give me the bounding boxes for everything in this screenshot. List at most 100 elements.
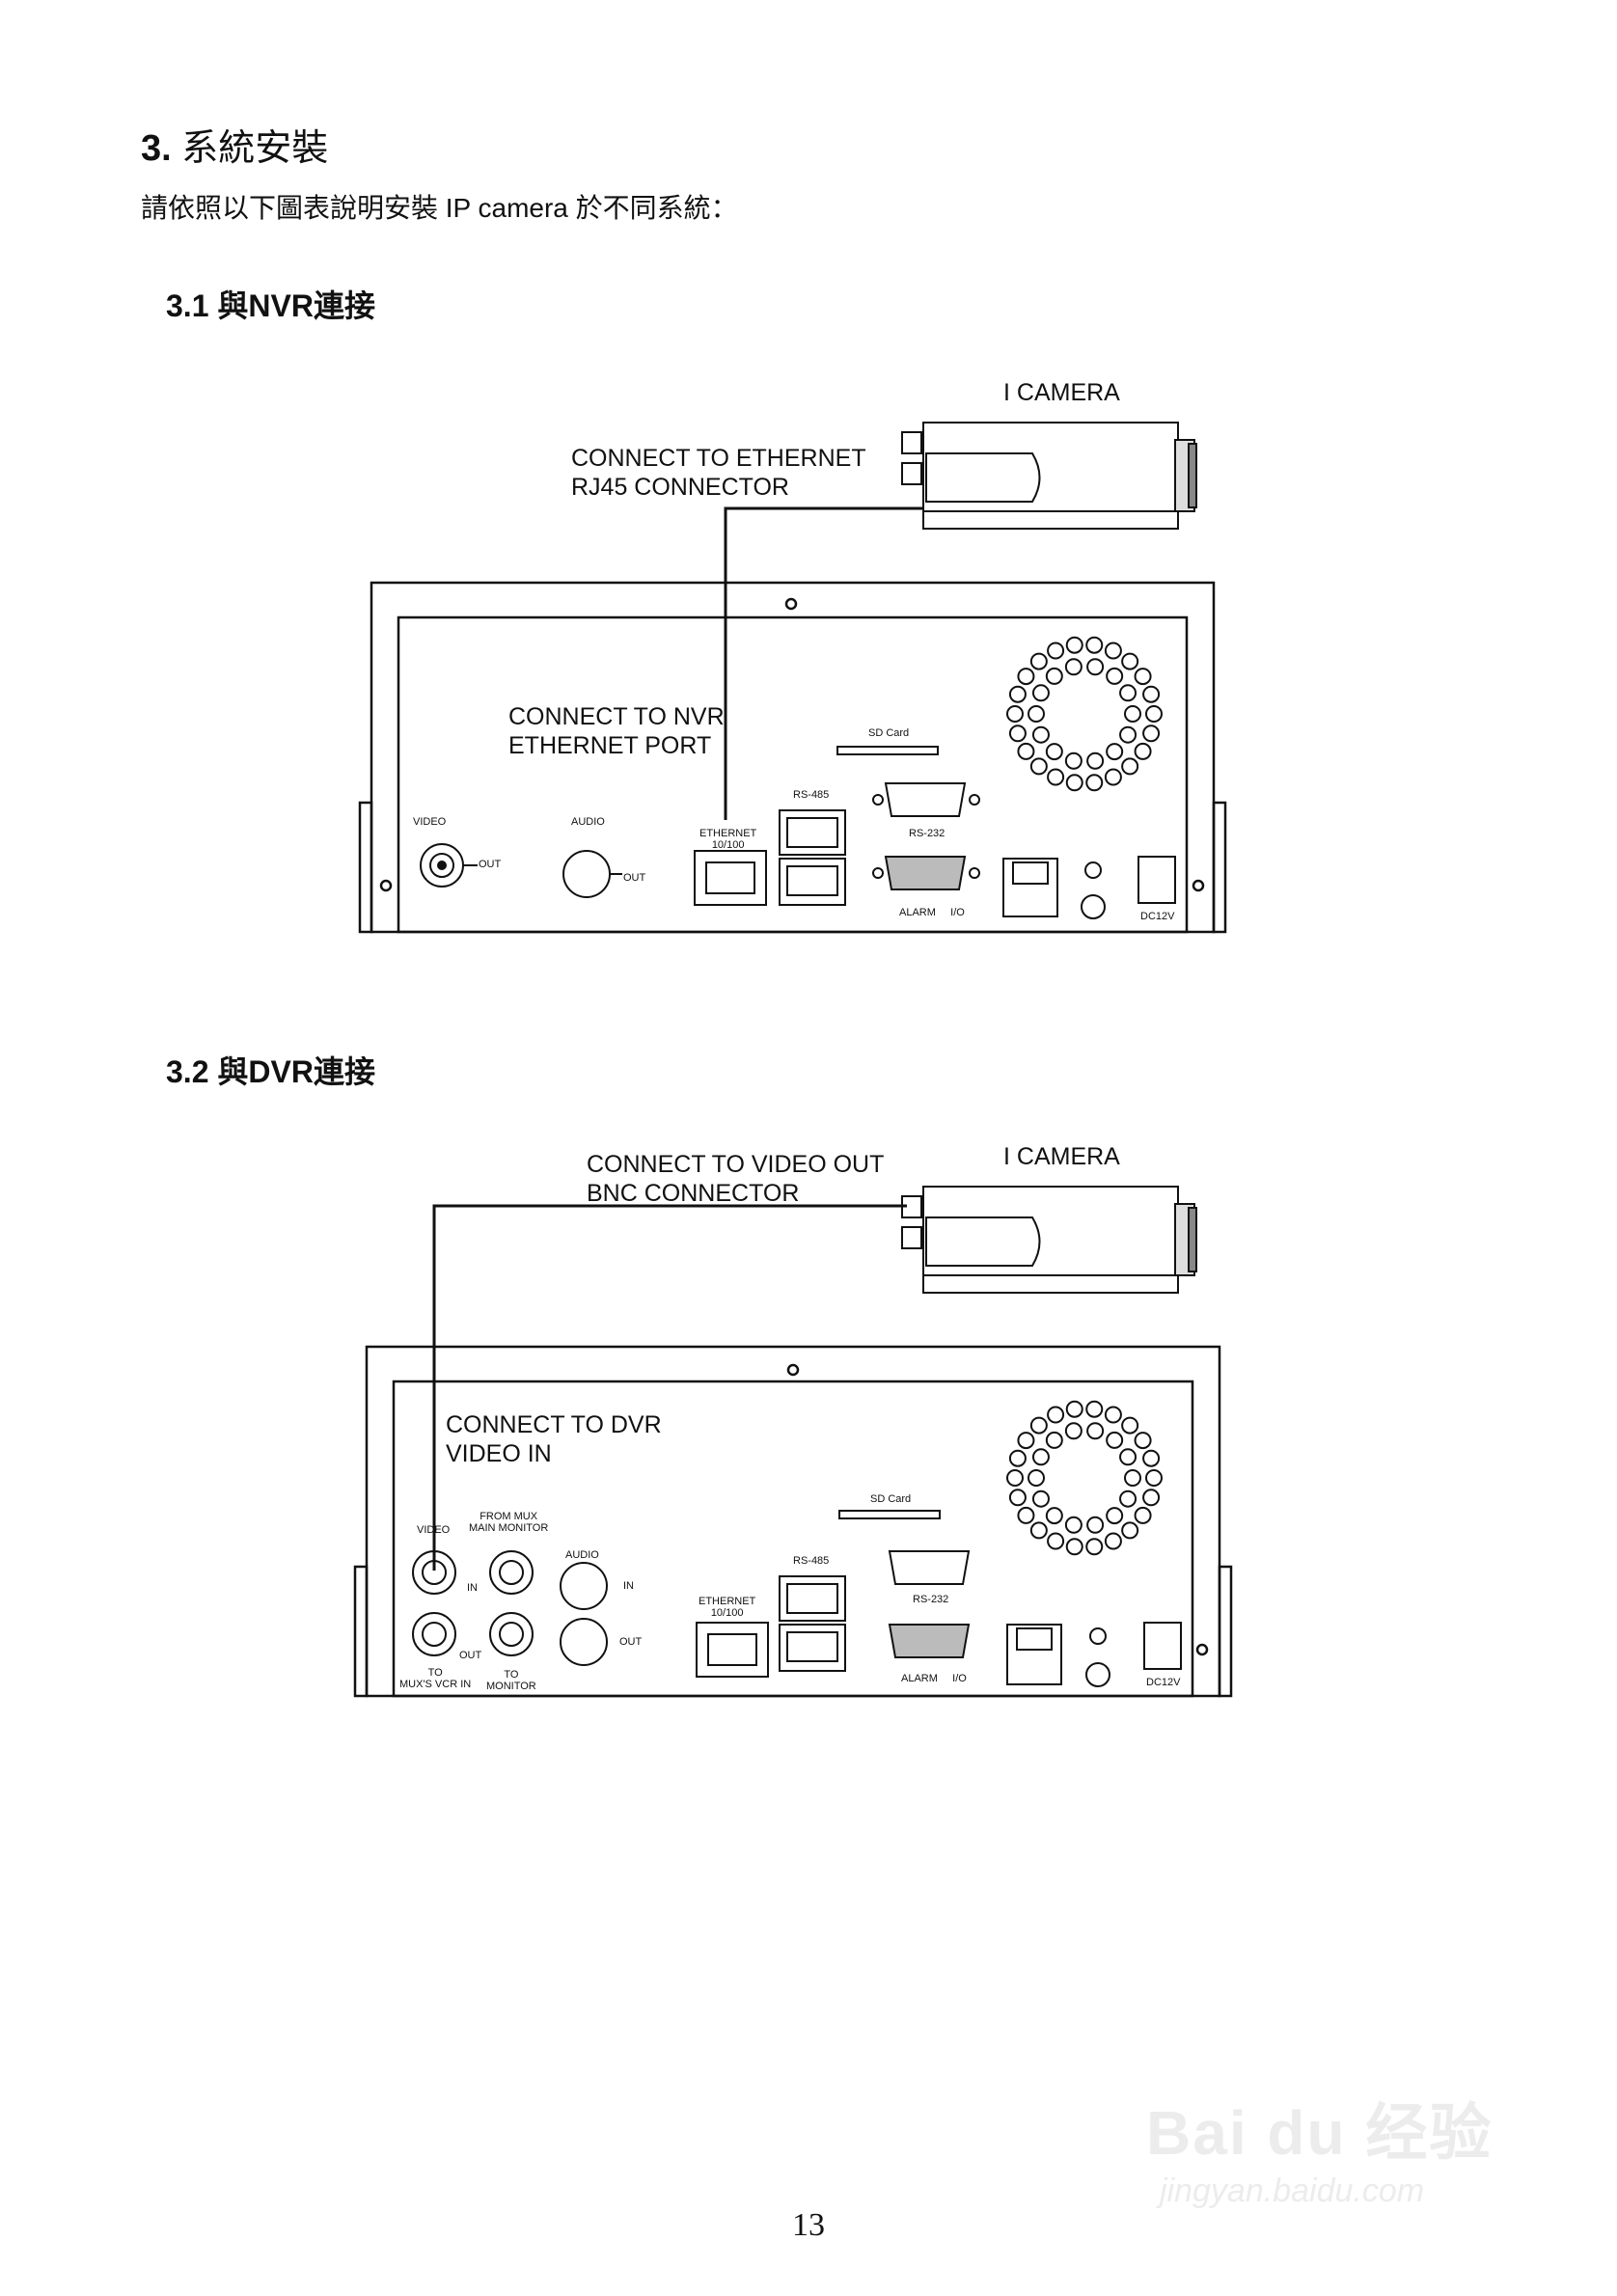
vent-hole xyxy=(1065,636,1083,654)
port-label-dc: DC12V xyxy=(1146,1677,1181,1688)
section-heading-text: 系統安裝 xyxy=(181,128,329,169)
port-label-sd: SD Card xyxy=(870,1493,912,1505)
port-label-alarm: ALARM I/O xyxy=(899,907,965,918)
port-label-ethernet: ETHERNET 10/100 xyxy=(699,828,757,851)
vent-hole xyxy=(1121,1416,1139,1435)
vent-hole xyxy=(1119,1490,1137,1508)
alarm-io-port xyxy=(884,856,967,890)
vent-hole xyxy=(1017,668,1035,686)
callout-nvr-port: CONNECT TO NVR ETHERNET PORT xyxy=(508,703,725,759)
intro-text: 請依照以下圖表說明安裝 IP camera 於不同系統： xyxy=(141,193,738,223)
port-label-rs232: RS-232 xyxy=(913,1594,949,1605)
vent-hole xyxy=(1142,1489,1161,1507)
nvr-connection-diagram: /*dots drawn below*/ xyxy=(358,422,1227,934)
vent-hole xyxy=(1106,743,1124,761)
port-label-alarm: ALARM I/O xyxy=(901,1673,967,1684)
vent-hole xyxy=(1124,705,1141,723)
vent-hole xyxy=(1047,1406,1065,1424)
nvr-chassis xyxy=(358,581,1227,934)
vent-hole xyxy=(1028,1469,1045,1487)
port-label-video: VIDEO xyxy=(413,816,447,828)
vent-hole xyxy=(1031,684,1050,702)
vent-hole xyxy=(1065,774,1083,792)
vent-hole xyxy=(1119,1448,1137,1466)
vent-hole xyxy=(1008,1489,1027,1507)
rs232-port xyxy=(884,782,967,817)
ip-camera xyxy=(901,422,1197,530)
port-label-audio-out: OUT xyxy=(619,1636,643,1648)
vent-hole xyxy=(1008,685,1027,703)
vent-hole xyxy=(1045,1507,1063,1525)
vent-hole xyxy=(1085,1538,1104,1556)
port-label-from-mux: FROM MUX MAIN MONITOR xyxy=(469,1511,549,1534)
rs485-port-a xyxy=(779,809,846,856)
camera-label: I CAMERA xyxy=(1003,379,1120,406)
rs485-port-b xyxy=(779,858,846,906)
subsection-title: 與NVR連接 xyxy=(217,288,375,323)
vent-hole xyxy=(1134,668,1152,686)
ground-screw xyxy=(1084,861,1102,879)
vent-hole xyxy=(1064,1422,1083,1440)
vent-hole xyxy=(1085,636,1104,654)
vent-hole xyxy=(1031,1490,1050,1508)
baidu-watermark: Bai du 经验 jingyan.baidu.com xyxy=(1146,2084,1493,2210)
page-number: 13 xyxy=(792,2207,825,2243)
vent-hole xyxy=(1029,757,1048,776)
port-label-audio: AUDIO xyxy=(565,1549,599,1561)
vent-hole xyxy=(1029,652,1048,670)
section-heading-number: 3. xyxy=(141,128,172,169)
ethernet-port xyxy=(694,850,767,906)
vent-hole xyxy=(1086,1516,1105,1534)
port-label-dc: DC12V xyxy=(1140,911,1175,922)
vent-hole xyxy=(1106,667,1124,685)
ethernet-cable xyxy=(724,506,923,820)
port-label-video: VIDEO xyxy=(417,1524,451,1536)
vent-hole xyxy=(1047,642,1065,660)
vent-hole xyxy=(1086,1422,1105,1440)
dvr-chassis xyxy=(353,1345,1233,1698)
to-monitor-bnc-port xyxy=(489,1612,534,1656)
watermark-url: jingyan.baidu.com xyxy=(1160,2173,1425,2209)
vent-hole xyxy=(1134,742,1152,760)
video-in-bnc-port xyxy=(412,1550,456,1595)
vent-hole xyxy=(1045,1431,1063,1449)
video-bnc-cable xyxy=(432,1204,907,1571)
vent-hole xyxy=(1124,1469,1141,1487)
vent-hole xyxy=(1106,1507,1124,1525)
from-mux-bnc-port xyxy=(489,1550,534,1595)
vent-hole xyxy=(1017,1432,1035,1450)
nvr-ports xyxy=(420,746,1176,919)
vent-hole xyxy=(1065,1400,1083,1418)
vent-hole xyxy=(1085,1400,1104,1418)
vent-hole xyxy=(1047,768,1065,786)
vent-hole xyxy=(1145,1469,1163,1487)
rs485-port-b xyxy=(779,1624,846,1672)
vent-hole xyxy=(1045,743,1063,761)
port-label-rs485: RS-485 xyxy=(793,1555,830,1567)
vent-hole xyxy=(1029,1416,1048,1435)
port-label-rs485: RS-485 xyxy=(793,789,830,801)
section-heading: 3. 系統安裝 xyxy=(141,118,328,171)
port-label-ethernet: ETHERNET 10/100 xyxy=(699,1596,756,1619)
fan-vent xyxy=(1006,1400,1163,1556)
vent-hole xyxy=(1145,705,1163,723)
vent-hole xyxy=(1086,658,1105,676)
vent-hole xyxy=(1104,642,1122,660)
port-label-in: IN xyxy=(467,1582,478,1594)
vent-hole xyxy=(1006,705,1024,723)
audio-port xyxy=(562,850,611,898)
vent-hole xyxy=(1045,667,1063,685)
vent-hole xyxy=(1006,1469,1024,1487)
vent-hole xyxy=(1064,1516,1083,1534)
port-label-to-mux: TO MUX'S VCR IN xyxy=(399,1667,472,1690)
vent-hole xyxy=(1142,685,1161,703)
vent-hole xyxy=(1104,1532,1122,1550)
vent-hole xyxy=(1028,705,1045,723)
vent-hole xyxy=(1134,1506,1152,1524)
alarm-io-port xyxy=(888,1624,971,1658)
fan-vent xyxy=(1006,636,1163,792)
vent-hole xyxy=(1121,1521,1139,1540)
port-label-audio-out: OUT xyxy=(623,872,646,884)
port-label-sd: SD Card xyxy=(868,727,910,739)
sd-card-slot xyxy=(836,746,939,755)
